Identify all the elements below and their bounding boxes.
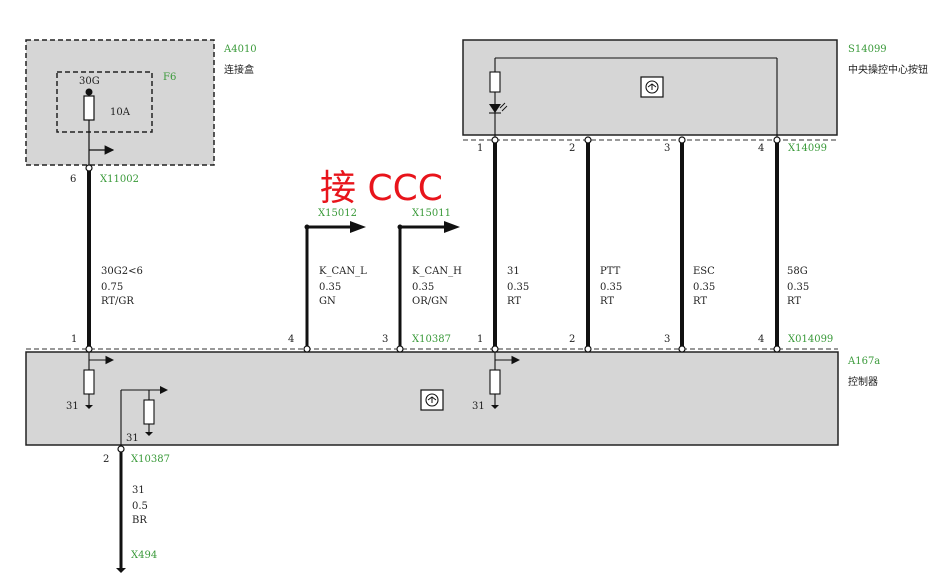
a167a-module: A167a 控制器	[25, 351, 880, 446]
s14099-name: 中央操控中心按钮	[848, 63, 928, 76]
pin-number: 1	[477, 143, 483, 154]
a167a-name: 控制器	[848, 375, 878, 388]
wire-signal: 58G	[787, 266, 808, 277]
left-ground-branch: 31	[66, 349, 115, 412]
x15012-connector-label: X15012	[318, 208, 357, 219]
wire-color: BR	[132, 515, 147, 526]
s14099-module: S14099 中央操控中心按钮	[462, 39, 928, 140]
f6-terminal: 30G	[79, 76, 100, 87]
ground-label-middle: 31	[126, 433, 139, 444]
wire-size: 0.75	[101, 282, 123, 293]
wire-ptt[interactable]: 2 PTT 0.35 RT 2	[569, 136, 622, 353]
wire-color: RT	[507, 296, 521, 307]
wire-color: RT	[600, 296, 614, 307]
a4010-module: A4010 连接盒	[25, 39, 257, 166]
pin-number: 4	[758, 334, 764, 345]
wire-signal: 31	[507, 266, 520, 277]
arrow-right-icon	[350, 221, 366, 233]
wire-color: RT/GR	[101, 296, 134, 307]
resistor-icon	[489, 71, 501, 93]
a4010-id: A4010	[223, 44, 257, 55]
pin-number: 3	[664, 334, 670, 345]
x494-connector-label: X494	[131, 550, 157, 561]
pin-number: 4	[758, 143, 764, 154]
wire-esc[interactable]: 3 ESC 0.35 RT 3	[664, 136, 715, 353]
x11002-connector-label: X11002	[100, 174, 139, 185]
ground-icon	[85, 405, 93, 409]
wire-size: 0.5	[132, 501, 148, 512]
x15011-connector-label: X15011	[412, 208, 451, 219]
ground-icon	[116, 568, 126, 573]
fuse-icon	[83, 95, 95, 121]
wire-31[interactable]: 1 31 0.35 RT 1	[477, 136, 529, 353]
wire-size: 0.35	[412, 282, 434, 293]
wire-30g2[interactable]: 6 X11002 30G2<6 0.75 RT/GR 1	[70, 164, 143, 353]
wire-size: 0.35	[319, 282, 341, 293]
pin-number: 2	[569, 334, 575, 345]
wire-size: 0.35	[600, 282, 622, 293]
pin-number: 3	[382, 334, 388, 345]
wire-58g[interactable]: 4 58G 0.35 RT 4	[758, 136, 809, 353]
x10387-bottom-connector-label: X10387	[131, 454, 170, 465]
wire-k-can-l[interactable]: X15012 K_CAN_L 0.35 GN 4	[288, 208, 367, 353]
s14099-id: S14099	[848, 44, 887, 55]
resistor-icon	[489, 369, 501, 395]
pin-number: 6	[70, 174, 76, 185]
wire-color: RT	[787, 296, 801, 307]
wire-size: 0.35	[507, 282, 529, 293]
wire-signal: 30G2<6	[101, 266, 143, 277]
ground-label-right: 31	[472, 401, 485, 412]
wire-ground-31[interactable]: 2 X10387 31 0.5 BR X494	[103, 445, 170, 573]
f6-rating: 10A	[110, 107, 131, 118]
f6-id: F6	[163, 72, 176, 83]
a167a-id: A167a	[847, 356, 880, 367]
pin-number: 4	[288, 334, 294, 345]
annotation-connect-ccc: 接 CCC	[320, 168, 443, 209]
resistor-icon	[143, 399, 155, 425]
pin-number: 2	[103, 454, 109, 465]
wire-color: GN	[319, 296, 336, 307]
output-arrow-icon	[160, 386, 168, 394]
wire-k-can-h[interactable]: X15011 K_CAN_H 0.35 OR/GN 3	[382, 208, 462, 353]
wire-color: OR/GN	[412, 296, 448, 307]
x10387-top-connector-label: X10387	[412, 334, 451, 345]
wire-signal: ESC	[693, 266, 715, 277]
wire-signal: 31	[132, 485, 145, 496]
right-ground-branch: 31	[472, 349, 521, 412]
ground-label-left: 31	[66, 401, 79, 412]
middle-ground-branch: 31	[120, 386, 168, 447]
wire-signal: K_CAN_L	[319, 266, 367, 277]
wire-size: 0.35	[787, 282, 809, 293]
resistor-icon	[83, 369, 95, 395]
ground-icon	[145, 432, 153, 436]
a4010-name: 连接盒	[224, 63, 254, 76]
wire-size: 0.35	[693, 282, 715, 293]
arrow-right-icon	[444, 221, 460, 233]
pin-number: 3	[664, 143, 670, 154]
x014099-connector-label: X014099	[788, 334, 833, 345]
wire-signal: K_CAN_H	[412, 266, 462, 277]
wire-color: RT	[693, 296, 707, 307]
ground-icon	[491, 405, 499, 409]
led-icon	[489, 104, 501, 113]
x14099-connector-label: X14099	[788, 143, 827, 154]
wire-signal: PTT	[600, 266, 621, 277]
pin-number: 2	[569, 143, 575, 154]
pin-number: 1	[477, 334, 483, 345]
pin-number: 1	[71, 334, 77, 345]
